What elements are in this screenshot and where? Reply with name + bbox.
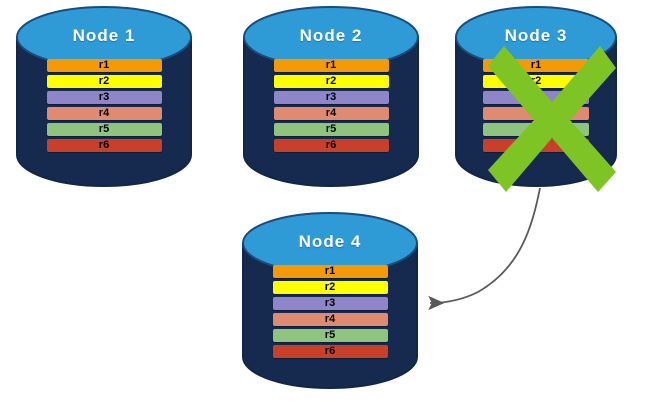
node-row-r3[interactable]: r3 [483,91,589,104]
cylinder-top-disc [243,6,419,68]
node-row-r5[interactable]: r5 [272,329,388,342]
cylinder-top-disc [455,6,617,68]
node-row-r3[interactable]: r3 [273,91,389,104]
node-row-r2[interactable]: r2 [273,75,389,88]
node-row-r3[interactable]: r3 [272,297,388,310]
cylinder-top-disc [242,212,418,274]
node-row-r5[interactable]: r5 [483,123,589,136]
node-row-r6[interactable]: r6 [46,139,162,152]
node-row-list: r1 r2 r3 r4 r5 r6 [242,265,418,358]
node-row-r1[interactable]: r1 [272,265,388,278]
node-row-r1[interactable]: r1 [273,59,389,72]
node-row-r5[interactable]: r5 [46,123,162,136]
node-row-r2[interactable]: r2 [272,281,388,294]
node-row-r2[interactable]: r2 [483,75,589,88]
node-row-r4[interactable]: r4 [483,107,589,120]
node-row-r4[interactable]: r4 [46,107,162,120]
node-row-r3[interactable]: r3 [46,91,162,104]
node-row-r2[interactable]: r2 [46,75,162,88]
node-row-list: r1 r2 r3 r4 r5 r6 [455,59,617,152]
node-row-r4[interactable]: r4 [272,313,388,326]
node-row-r1[interactable]: r1 [46,59,162,72]
node-row-list: r1 r2 r3 r4 r5 r6 [243,59,419,152]
cylinder-top-disc [16,6,192,68]
node-row-list: r1 r2 r3 r4 r5 r6 [16,59,192,152]
node-row-r6[interactable]: r6 [483,139,589,152]
node-row-r5[interactable]: r5 [273,123,389,136]
node-row-r1[interactable]: r1 [483,59,589,72]
node-row-r6[interactable]: r6 [272,345,388,358]
node-row-r6[interactable]: r6 [273,139,389,152]
node-row-r4[interactable]: r4 [273,107,389,120]
